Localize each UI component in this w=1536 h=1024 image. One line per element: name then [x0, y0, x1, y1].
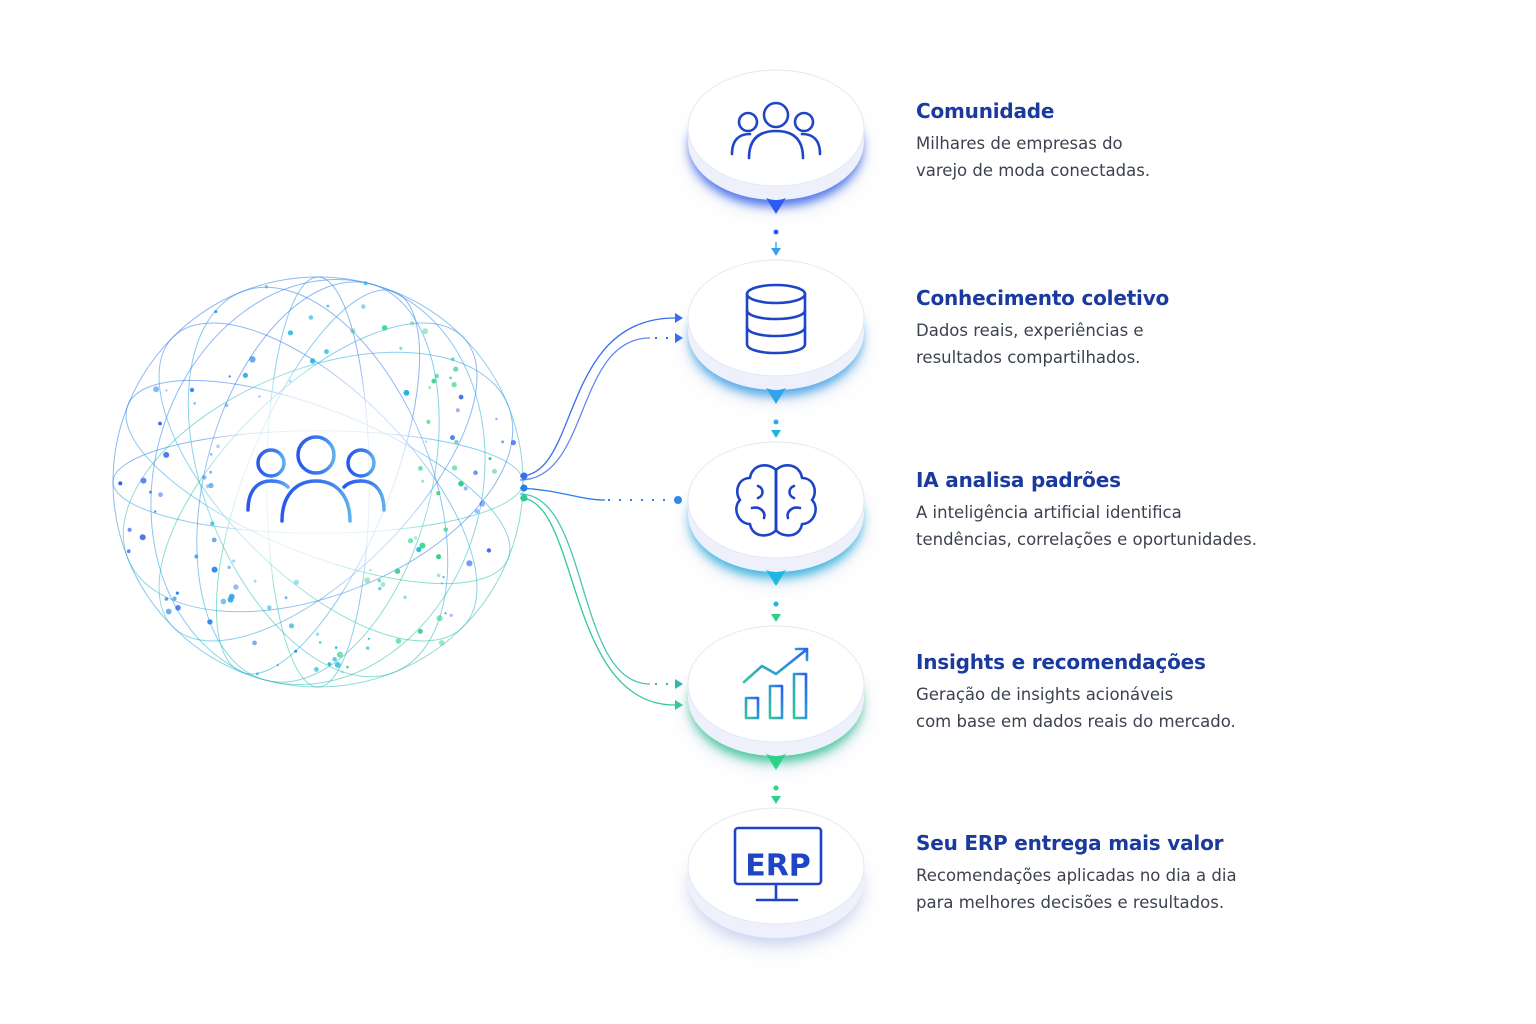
step-links	[771, 229, 781, 804]
growth-chart-icon	[738, 647, 814, 720]
step-title: Seu ERP entrega mais valor	[916, 831, 1224, 855]
step-description: Milhares de empresas do varejo de moda c…	[916, 134, 1151, 180]
step-5-text: Seu ERP entrega mais valor Recomendações…	[916, 830, 1336, 916]
step-1-text: Comunidade Milhares de empresas do varej…	[916, 98, 1336, 184]
brain-icon	[735, 464, 817, 537]
connector-lines	[519, 313, 683, 710]
step-node-1	[687, 69, 865, 214]
step-4-text: Insights e recomendações Geração de insi…	[916, 649, 1336, 735]
step-3-text: IA analisa padrões A inteligência artifi…	[916, 467, 1336, 553]
step-description: Recomendações aplicadas no dia a dia par…	[916, 866, 1237, 912]
erp-label: ERP	[745, 849, 811, 884]
step-2-text: Conhecimento coletivo Dados reais, exper…	[916, 285, 1336, 371]
step-node-4	[687, 625, 865, 770]
step-title: Conhecimento coletivo	[916, 286, 1170, 310]
step-description: Dados reais, experiências e resultados c…	[916, 321, 1144, 367]
step-title: Comunidade	[916, 99, 1055, 123]
step-description: A inteligência artificial identifica ten…	[916, 503, 1257, 549]
step-title: Insights e recomendações	[916, 650, 1206, 674]
people-icon	[730, 101, 822, 160]
step-description: Geração de insights acionáveis com base …	[916, 685, 1236, 731]
community-people-icon	[246, 435, 386, 523]
step-title: IA analisa padrões	[916, 468, 1121, 492]
database-icon	[745, 283, 807, 355]
network-sphere	[112, 276, 524, 688]
erp-monitor-icon: ERP	[733, 826, 823, 902]
